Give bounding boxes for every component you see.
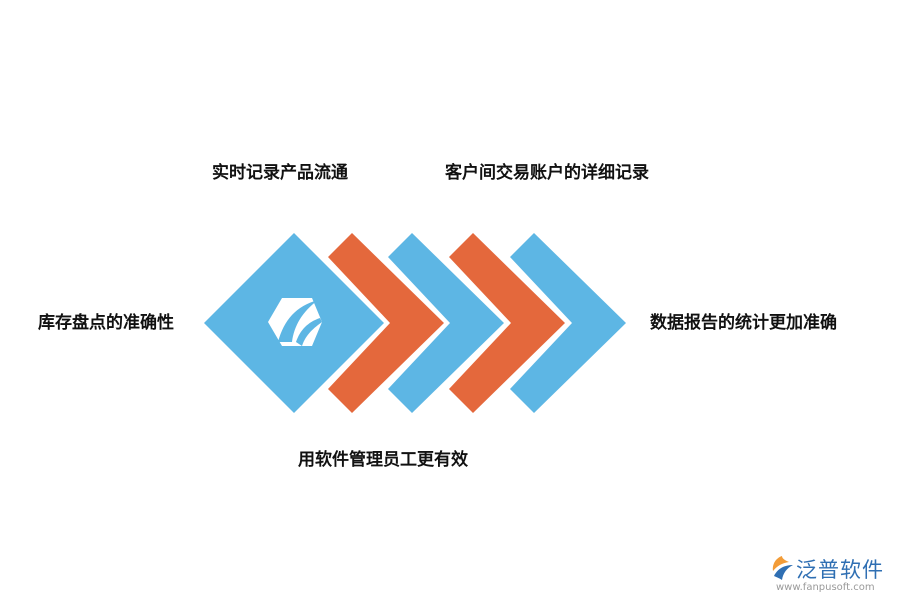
chevron-3 xyxy=(449,233,565,413)
label-left: 库存盘点的准确性 xyxy=(38,313,174,333)
chevron-2 xyxy=(388,233,504,413)
chevron-4 xyxy=(510,233,626,413)
hexagon-leaf-logo-icon xyxy=(268,298,322,346)
chevron-1 xyxy=(328,233,444,413)
label-right: 数据报告的统计更加准确 xyxy=(650,313,837,333)
watermark-brand: 泛普软件 xyxy=(796,558,884,582)
watermark-url: www.fanpusoft.com xyxy=(776,582,875,593)
label-bottom: 用软件管理员工更有效 xyxy=(298,450,468,470)
label-top-right: 客户间交易账户的详细记录 xyxy=(445,163,649,183)
label-top-left: 实时记录产品流通 xyxy=(212,163,348,183)
fanpu-logo-icon xyxy=(772,556,793,580)
watermark: 泛普软件 www.fanpusoft.com xyxy=(768,552,894,596)
